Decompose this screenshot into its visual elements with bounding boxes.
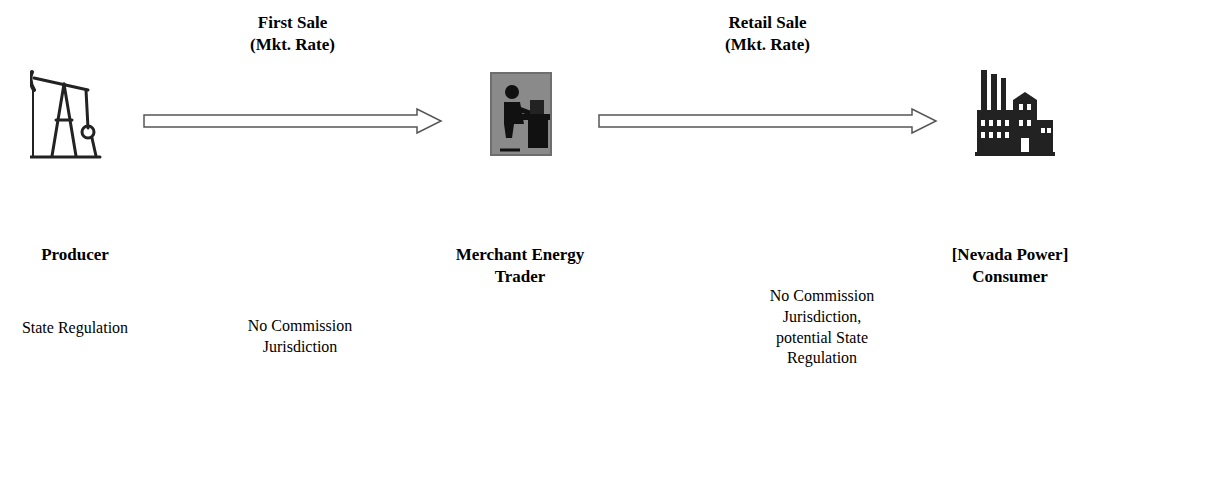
producer-node: ProducerState Regulation xyxy=(10,62,140,343)
jurisdiction-note: No Commission Jurisdiction, potential St… xyxy=(760,286,885,369)
jurisdiction-note: No Commission Jurisdiction xyxy=(230,316,370,358)
node-heading: [Nevada Power] Consumer xyxy=(940,244,1080,288)
consumer-node: [Nevada Power] Consumer xyxy=(940,62,1080,292)
trader-node: Merchant Energy Trader xyxy=(445,62,595,292)
factory-icon xyxy=(975,70,1055,160)
node-note: State Regulation xyxy=(10,318,140,339)
sale-label: First Sale (Mkt. Rate) xyxy=(243,12,343,56)
flow-arrow xyxy=(599,109,936,133)
sale-label: Retail Sale (Mkt. Rate) xyxy=(718,12,818,56)
pumpjack-icon xyxy=(30,68,102,160)
node-heading: Merchant Energy Trader xyxy=(445,244,595,288)
trader-icon xyxy=(490,72,552,156)
flow-arrow xyxy=(144,109,441,133)
node-heading: Producer xyxy=(10,244,140,266)
